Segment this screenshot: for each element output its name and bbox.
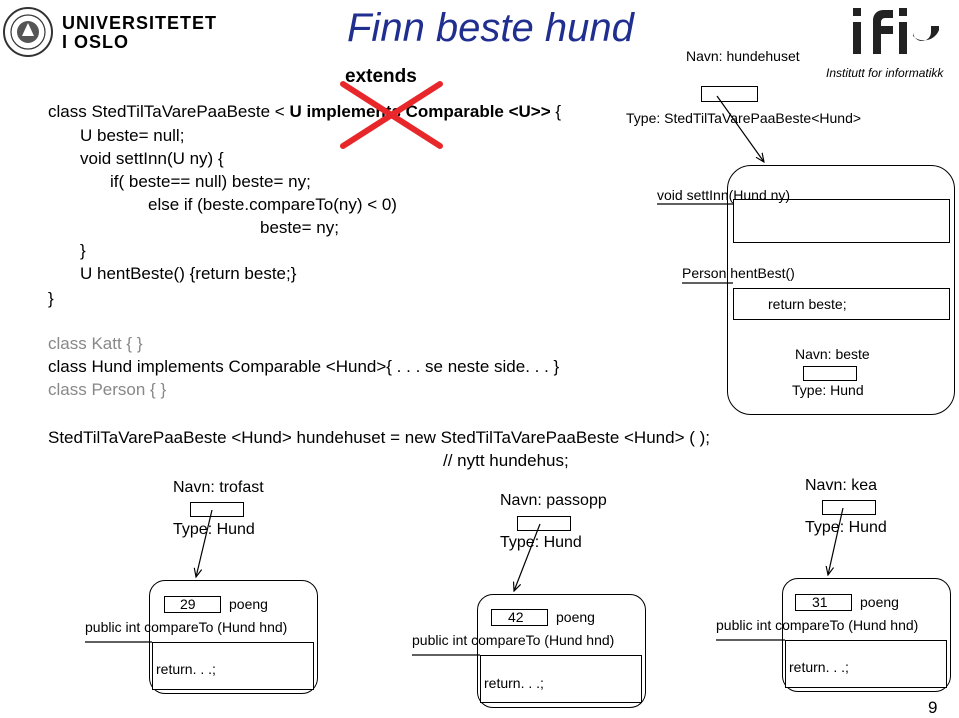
university-line1: UNIVERSITETET [62,13,218,33]
trofast-poeng-box [164,596,221,613]
passopp-method-label: public int compareTo (Hund hnd) [412,632,615,648]
uio-seal-icon [3,7,53,57]
passopp-poeng-value: 42 [508,609,524,625]
hundehuset-reference-arrow [716,95,764,162]
passopp-reference-box [517,516,571,531]
page-number: 9 [928,698,938,717]
instantiation-line: StedTilTaVarePaaBeste <Hund> hundehuset … [48,428,710,447]
trofast-name-label: Navn: trofast [173,479,264,496]
code-line: } [80,241,86,260]
passopp-return-text: return. . .; [484,675,544,691]
passopp-name-label: Navn: passopp [500,492,607,509]
trofast-poeng-label: poeng [229,596,268,612]
trofast-method-label: public int compareTo (Hund hnd) [85,619,288,635]
code-line: } [48,289,54,308]
kea-poeng-box [795,594,852,611]
kea-name-label: Navn: kea [805,477,878,494]
ifi-logo-icon [853,8,939,54]
code-line: U beste= null; [80,126,185,145]
trofast-return-text: return. . .; [156,661,216,677]
code-line: else if (beste.compareTo(ny) < 0) [148,195,397,214]
trofast-reference-box [190,502,244,517]
class-declaration: class StedTilTaVarePaaBeste < U implemen… [48,100,561,123]
university-line2: I OSLO [62,32,130,52]
kea-reference-box [822,500,876,515]
trofast-poeng-value: 29 [180,596,196,612]
passopp-type-label: Type: Hund [500,534,582,551]
class-person: class Person { } [48,380,167,399]
hundehuset-reference-box [701,86,758,102]
passopp-poeng-box [491,609,548,626]
class-decl-prefix: class StedTilTaVarePaaBeste < [48,102,290,121]
uio-logo [2,6,54,63]
code-line: beste= ny; [260,218,339,237]
university-name: UNIVERSITETET I OSLO [62,14,217,52]
kea-poeng-label: poeng [860,594,899,610]
hentbest-method-box [733,288,950,320]
instantiation-comment: // nytt hundehus; [443,451,569,470]
passopp-method-box [480,655,642,703]
extends-label: extends [345,66,417,87]
code-line: void settInn(U ny) { [80,149,224,168]
hentbest-return-text: return beste; [768,296,847,312]
hundehuset-name-label: Navn: hundehuset [686,48,800,64]
beste-var-name: Navn: beste [795,346,870,362]
kea-method-box [785,640,947,688]
kea-return-text: return. . .; [789,659,849,675]
code-line: U hentBeste() {return beste;} [80,264,297,283]
passopp-poeng-label: poeng [556,609,595,625]
kea-poeng-value: 31 [812,594,828,610]
beste-var-box [803,366,857,381]
beste-var-type: Type: Hund [792,382,864,398]
settinn-method-label: void settInn(Hund ny) [657,187,791,203]
settinn-method-box [733,199,950,243]
class-decl-suffix: { [550,102,562,121]
class-decl-bold: U implements Comparable <U>> [289,102,551,121]
hentbest-method-label: Person hentBest() [682,265,795,281]
hundehuset-type-label: Type: StedTilTaVarePaaBeste<Hund> [626,110,862,126]
code-line: if( beste== null) beste= ny; [110,172,311,191]
institute-label: Institutt for informatikk [826,66,944,80]
kea-method-label: public int compareTo (Hund hnd) [716,617,919,633]
trofast-method-box [152,642,314,690]
slide-title: Finn beste hund [347,6,634,50]
kea-type-label: Type: Hund [805,519,887,536]
ifi-logo [851,6,941,65]
class-hund: class Hund implements Comparable <Hund>{… [48,357,560,376]
trofast-type-label: Type: Hund [173,521,255,538]
class-katt: class Katt { } [48,334,143,353]
